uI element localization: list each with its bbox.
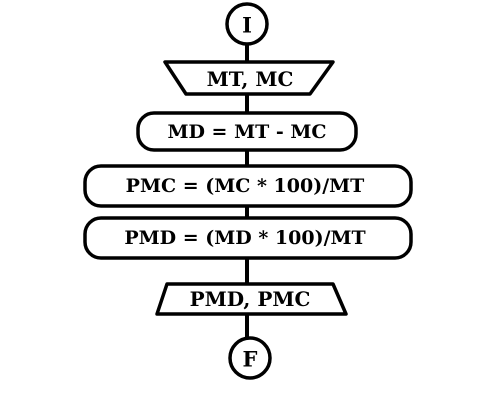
process-step-3: PMD = (MD * 100)/MT	[83, 216, 413, 260]
output-node: PMD, PMC	[155, 282, 348, 316]
process-step-3-label: PMD = (MD * 100)/MT	[124, 227, 365, 249]
process-step-2: PMC = (MC * 100)/MT	[83, 164, 413, 208]
start-label: I	[242, 13, 252, 38]
process-step-2-label: PMC = (MC * 100)/MT	[126, 175, 365, 197]
start-node: I	[225, 2, 269, 46]
process-step-1: MD = MT - MC	[136, 111, 358, 152]
end-label: F	[243, 347, 258, 372]
input-node: MT, MC	[163, 60, 335, 96]
input-label: MT, MC	[207, 67, 294, 91]
output-label: PMD, PMC	[190, 287, 311, 311]
end-node: F	[228, 336, 272, 380]
process-step-1-label: MD = MT - MC	[167, 121, 326, 143]
